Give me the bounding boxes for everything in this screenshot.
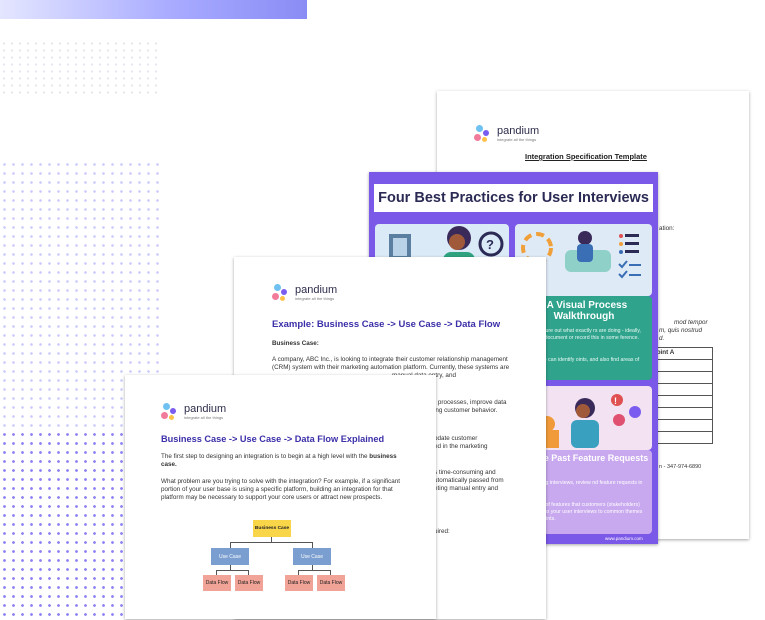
doc-title: Integration Specification Template xyxy=(525,152,647,161)
infographic-footer: www.pandium.com xyxy=(605,536,643,541)
table-header: dpoint A xyxy=(649,349,675,356)
header-gradient-bar xyxy=(0,0,307,19)
paragraph-line: (CRM) system with their marketing automa… xyxy=(272,364,510,371)
logo-tagline: integrate all the things xyxy=(184,415,224,420)
paragraph-line: eting manual entry and xyxy=(434,485,499,492)
logo-tagline: integrate all the things xyxy=(295,296,335,301)
svg-text:!: ! xyxy=(614,396,617,406)
process-illustration-icon xyxy=(521,231,641,279)
logo-tagline: integrate all the things xyxy=(497,137,537,142)
use-case-box: Use Case xyxy=(211,548,249,565)
paragraph-line: A company, ABC Inc., is looking to integ… xyxy=(272,356,508,363)
logo-text: pandium xyxy=(295,284,338,296)
logo: pandium integrate all the things xyxy=(474,125,539,143)
use-case-box: Use Case xyxy=(293,548,331,565)
svg-text:?: ? xyxy=(486,237,494,252)
paragraph-line: s time-consuming and xyxy=(434,469,496,476)
partial-text: ation: xyxy=(659,225,675,232)
pandium-logo-icon xyxy=(474,125,492,143)
logo-text: pandium xyxy=(184,403,227,415)
doc-title: Example: Business Case -> Use Case -> Da… xyxy=(272,319,501,330)
logo: pandium integrate all the things xyxy=(272,284,337,302)
data-flow-box: Data Flow xyxy=(203,575,231,591)
paragraph-line: ed in the marketing xyxy=(434,443,488,450)
data-flow-box: Data Flow xyxy=(285,575,313,591)
contact-text: n - 347-974-6890 xyxy=(659,464,702,470)
logo-text: pandium xyxy=(497,125,540,137)
pandium-logo-icon xyxy=(161,403,179,421)
explained-page: pandium integrate all the things Busines… xyxy=(125,375,436,619)
intro-text: The first step to designing an integrati… xyxy=(161,453,370,460)
body-paragraph: What problem are you trying to solve wit… xyxy=(161,478,401,501)
infographic-title: Four Best Practices for User Interviews xyxy=(374,184,653,212)
intro-bold-text: business case. xyxy=(161,453,397,468)
partial-text: d. xyxy=(659,335,665,342)
paragraph-line: utomatically passed from xyxy=(434,477,504,484)
partial-text: mod tempor xyxy=(674,319,708,326)
paragraph-line: uired: xyxy=(434,528,450,535)
intro-paragraph: The first step to designing an integrati… xyxy=(161,453,401,469)
paragraph-line: pdate customer xyxy=(434,435,478,442)
paragraph-line: ing customer behavior. xyxy=(434,407,498,414)
dot-pattern-top xyxy=(0,40,160,95)
paragraph-line: r processes, improve data xyxy=(434,399,507,406)
partial-text: m, quis nostrud xyxy=(659,327,703,334)
pandium-logo-icon xyxy=(272,284,290,302)
doc-title: Business Case -> Use Case -> Data Flow E… xyxy=(161,434,385,444)
data-flow-box: Data Flow xyxy=(235,575,263,591)
logo: pandium integrate all the things xyxy=(161,403,226,421)
section-heading: Business Case: xyxy=(272,340,319,347)
panel-title: t A Visual Process Walkthrough xyxy=(540,300,628,322)
panel-text: help you figure out what exactly rs are … xyxy=(519,328,641,341)
panel-title: erence Past Feature Requests xyxy=(519,453,649,463)
data-flow-box: Data Flow xyxy=(317,575,345,591)
business-case-box: Business Case xyxy=(253,520,291,537)
